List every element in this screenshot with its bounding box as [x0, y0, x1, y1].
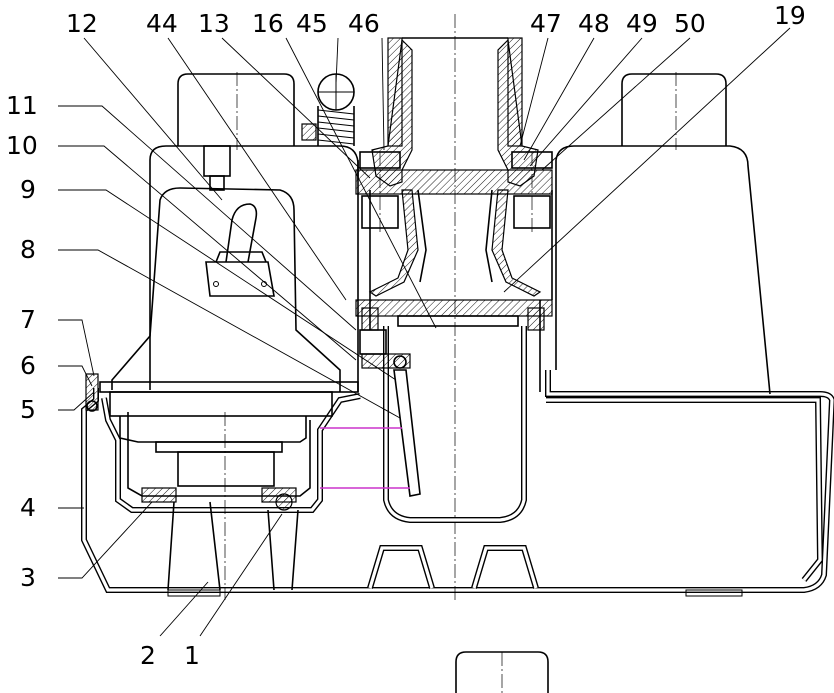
hinge-pin: [361, 353, 411, 369]
callout-12: 12: [66, 9, 98, 38]
pump-leg-right: [267, 509, 299, 591]
impeller: [177, 451, 275, 487]
top-cap-left: [177, 73, 295, 146]
callout-8: 8: [20, 235, 36, 264]
motor-housing: [149, 145, 359, 390]
pump-leg-left: [167, 501, 221, 591]
pump-body-ring: [109, 391, 333, 417]
callout-labels: 12 44 13 16 45 46 47 48 49 50 19 11 10 9…: [6, 1, 806, 670]
bolt-valve-right: [527, 307, 545, 331]
callout-48: 48: [578, 9, 610, 38]
discharge-column: [355, 14, 553, 600]
upper-flange: [355, 169, 553, 195]
lower-flange: [355, 299, 553, 317]
foot-right: [685, 589, 743, 597]
top-cap-right: [621, 73, 727, 146]
bolt-valve-left: [361, 307, 379, 331]
pump-flange: [99, 381, 359, 393]
callout-46: 46: [348, 9, 380, 38]
callout-16: 16: [252, 9, 284, 38]
callout-3: 3: [20, 563, 36, 592]
callout-5: 5: [20, 395, 36, 424]
right-housing: [555, 72, 771, 395]
callout-7: 7: [20, 305, 36, 334]
callout-1: 1: [184, 641, 200, 670]
right-chamber-shelf: [546, 397, 824, 582]
callout-10: 10: [6, 131, 38, 160]
callout-49: 49: [626, 9, 658, 38]
tank-outer-wall-inner: [82, 370, 834, 592]
callout-9: 9: [20, 175, 36, 204]
reducer-right: [491, 189, 542, 297]
leader-lines: [58, 27, 791, 637]
foot-left: [167, 589, 221, 597]
bolt-left: [85, 373, 99, 411]
motor-dome: [111, 187, 341, 392]
callout-44: 44: [146, 9, 178, 38]
callout-47: 47: [530, 9, 562, 38]
hinge-block: [359, 329, 387, 355]
right-housing-body: [555, 145, 771, 395]
cable-gland: [205, 261, 275, 297]
vent-clip: [301, 123, 317, 141]
callout-50: 50: [674, 9, 706, 38]
callout-4: 4: [20, 493, 36, 522]
callout-45: 45: [296, 9, 328, 38]
pump-motor: [85, 72, 359, 600]
tank-shell: [81, 370, 834, 597]
callout-13: 13: [198, 9, 230, 38]
cable-hose: [225, 203, 258, 263]
latch: [203, 145, 231, 177]
callout-11: 11: [6, 91, 38, 120]
callout-19: 19: [774, 1, 806, 30]
vent-spring: [317, 109, 355, 145]
callout-2: 2: [140, 641, 156, 670]
seal-left: [141, 487, 177, 503]
check-flap: [393, 369, 421, 497]
pump-chamber-inner: [127, 412, 311, 497]
screw-1: [275, 493, 293, 511]
impeller-plate: [155, 441, 283, 453]
callout-6: 6: [20, 351, 36, 380]
